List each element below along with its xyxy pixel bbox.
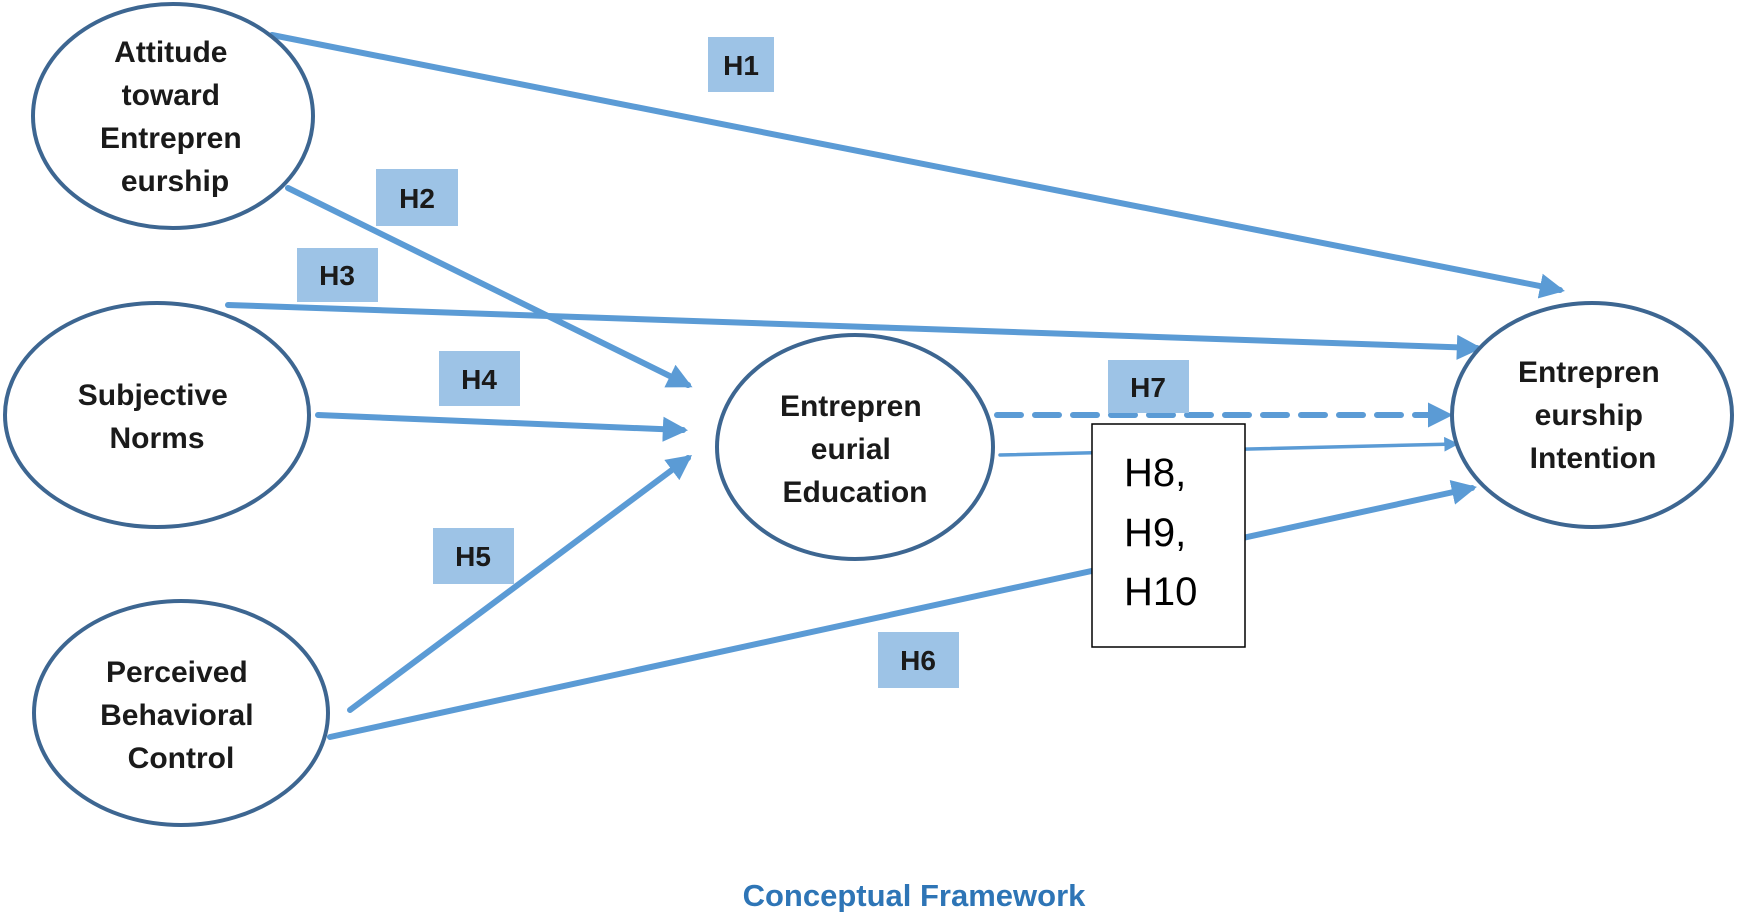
hypothesis-label-h5: H5 <box>433 528 514 584</box>
node-subjective-norms <box>3 301 311 529</box>
hypothesis-text-h6: H6 <box>900 645 936 676</box>
mediation-hypotheses-box: H8, H9, H10 <box>1091 423 1246 648</box>
hypothesis-text-h7: H7 <box>1130 372 1166 403</box>
node-perceived-control-label: Perceived Behavioral Control <box>100 656 262 775</box>
hypothesis-text-h5: H5 <box>455 541 491 572</box>
hypothesis-label-h6: H6 <box>878 632 959 688</box>
arrow-h6 <box>327 479 1477 740</box>
hypothesis-text-h2: H2 <box>399 183 435 214</box>
hypothesis-text-h1: H1 <box>723 50 759 81</box>
node-subjective-norms-label: Subjective Norms <box>78 379 236 455</box>
node-intention <box>1450 301 1734 529</box>
mediation-hypotheses-text: H8, H9, H10 <box>1124 451 1197 614</box>
node-attitude <box>31 2 315 230</box>
node-attitude-label: Attitude toward Entrepren eurship <box>100 36 250 198</box>
hypothesis-label-h2: H2 <box>376 169 458 226</box>
hypothesis-text-h4: H4 <box>461 364 497 395</box>
node-education-label: Entrepren eurial Education <box>780 390 930 509</box>
arrow-h2 <box>285 185 693 388</box>
hypothesis-label-h4: H4 <box>439 351 520 406</box>
node-intention-label: Entrepren eurship Intention <box>1518 356 1668 475</box>
node-education <box>715 333 995 561</box>
figure-caption: Conceptual Framework <box>743 878 1087 912</box>
arrow-h3 <box>225 302 1483 360</box>
node-perceived-control <box>32 599 330 827</box>
hypothesis-label-h3: H3 <box>297 248 378 302</box>
arrow-h4 <box>315 412 689 442</box>
arrow-h1 <box>269 32 1565 299</box>
hypothesis-text-h3: H3 <box>319 260 355 291</box>
hypothesis-label-h1: H1 <box>708 37 774 92</box>
hypothesis-label-h7: H7 <box>1108 360 1189 413</box>
arrow-h5 <box>347 454 693 713</box>
